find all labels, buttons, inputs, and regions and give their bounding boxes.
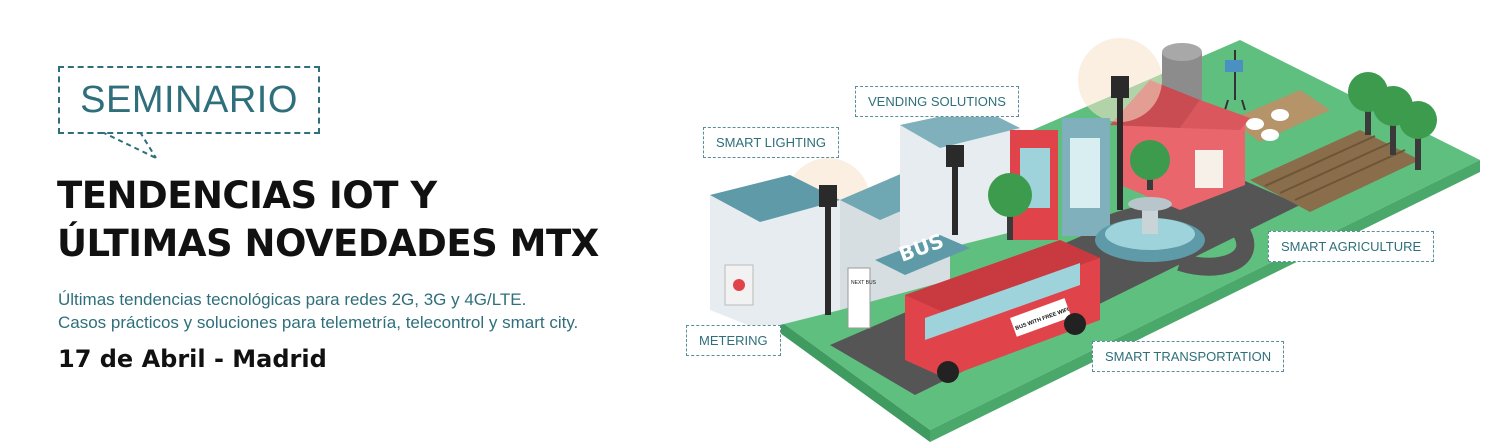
street-lamp-icon: [819, 76, 1129, 315]
title-line-2: ÚLTIMAS NOVEDADES MTX: [57, 222, 599, 265]
orchard-trees: [1348, 72, 1437, 170]
grass-edge-right: [930, 160, 1480, 442]
street-trees: [988, 140, 1170, 240]
badge-label: SEMINARIO: [80, 78, 298, 121]
event-date: 17 de Abril - Madrid: [58, 345, 327, 373]
weather-station-icon: [1224, 50, 1246, 111]
subtitle-line-1: Últimas tendencias tecnológicas para red…: [58, 290, 527, 309]
callout-vending: VENDING SOLUTIONS: [855, 86, 1019, 117]
callout-lighting: SMART LIGHTING: [703, 127, 840, 158]
subtitle: Últimas tendencias tecnológicas para red…: [58, 288, 578, 334]
fountain: [1095, 197, 1205, 262]
badge-tail-icon: [101, 132, 157, 159]
bus-stop: BUS NEXT BUS: [847, 228, 970, 329]
next-bus-sign: NEXT BUS: [851, 280, 877, 286]
red-bus: BUS WITH FREE WIFI: [905, 240, 1100, 383]
seminar-badge: SEMINARIO: [58, 66, 320, 134]
smart-city-illustration: BUS NEXT BUS BUS WITH FREE WIFI: [710, 38, 1480, 442]
subtitle-line-2: Casos prácticos y soluciones para teleme…: [58, 313, 579, 332]
title-line-1: TENDENCIAS IOT Y: [57, 174, 437, 217]
sheep-icon: [1246, 109, 1289, 141]
callout-transportation: SMART TRANSPORTATION: [1092, 341, 1285, 372]
page-title: TENDENCIAS IOT Y ÚLTIMAS NOVEDADES MTX: [57, 172, 599, 268]
farm-field: [1250, 130, 1420, 212]
callout-agriculture: SMART AGRICULTURE: [1268, 231, 1435, 262]
callout-metering: METERING: [686, 325, 781, 356]
seminar-info: SEMINARIO TENDENCIAS IOT Y ÚLTIMAS NOVED…: [0, 0, 680, 448]
field-furrows: [1264, 135, 1406, 201]
